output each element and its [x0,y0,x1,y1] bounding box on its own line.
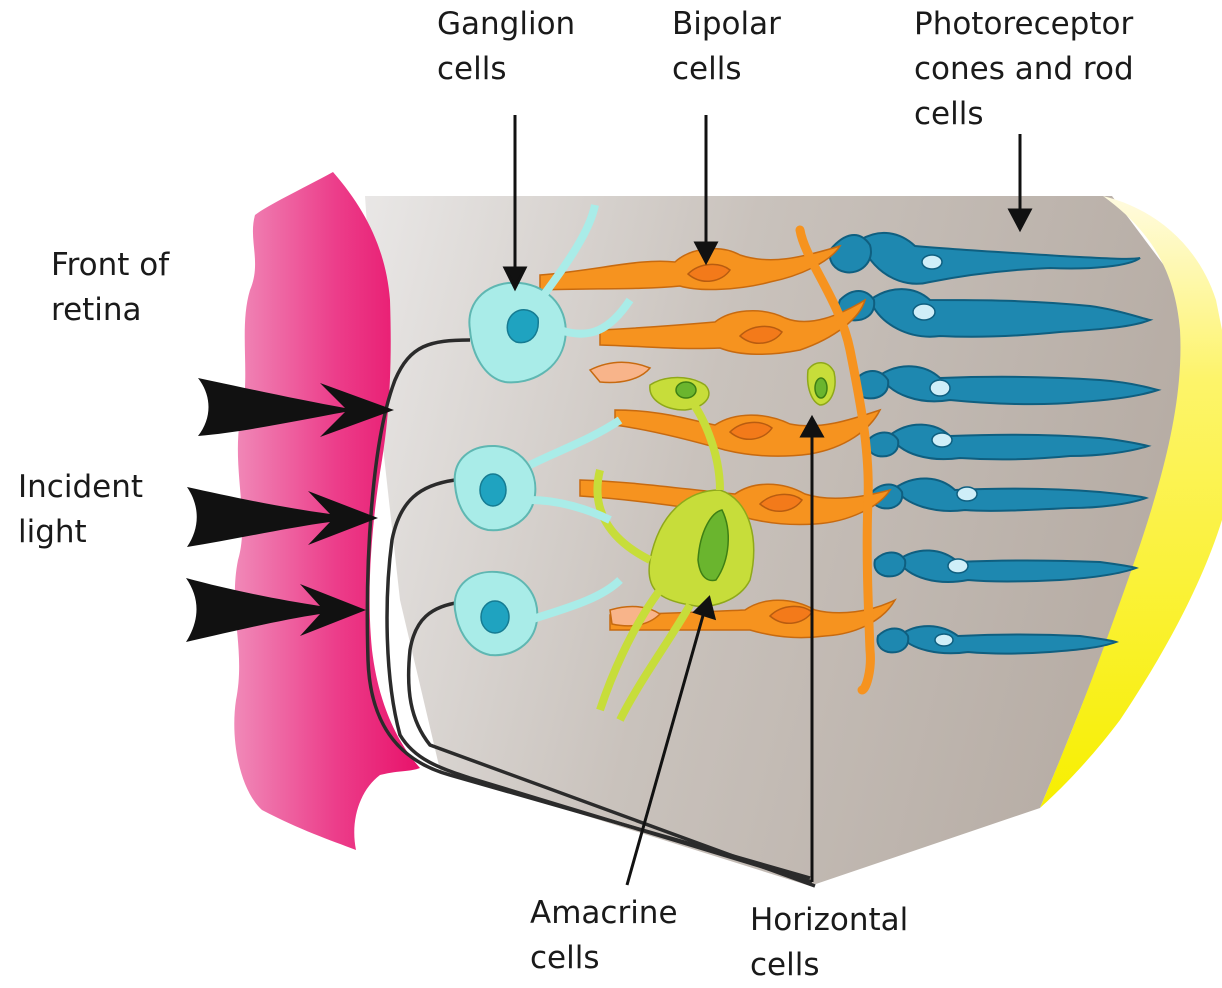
label-ganglion-cells: Ganglion cells [437,2,575,92]
label-horizontal-cells: Horizontal cells [750,898,908,988]
label-front-of-retina: Front of retina [51,243,169,333]
label-amacrine-cells: Amacrine cells [530,891,678,981]
label-incident-light: Incident light [18,465,143,555]
label-bipolar-cells: Bipolar cells [672,2,781,92]
label-photoreceptors: Photoreceptor cones and rod cells [914,2,1134,137]
